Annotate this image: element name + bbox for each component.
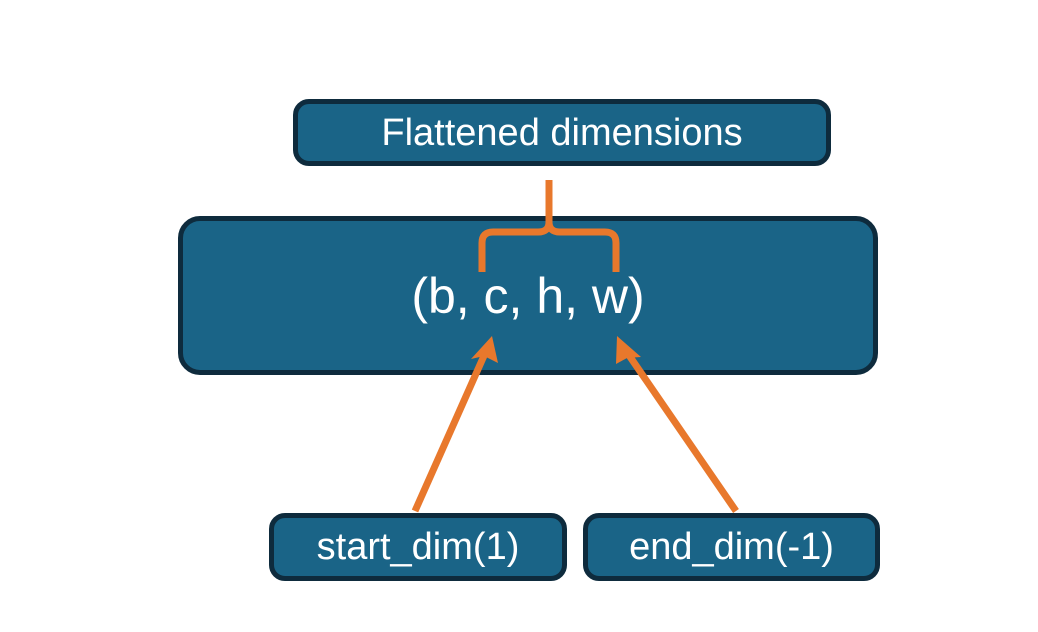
node-tensor-shape-label: (b, c, h, w) [411, 267, 645, 324]
node-flattened-dimensions-label: Flattened dimensions [381, 111, 743, 154]
node-tensor-shape: (b, c, h, w) [178, 216, 878, 375]
node-start-dim-label: start_dim(1) [316, 526, 520, 568]
node-end-dim: end_dim(-1) [583, 513, 880, 581]
node-flattened-dimensions: Flattened dimensions [293, 99, 831, 166]
node-start-dim: start_dim(1) [269, 513, 567, 581]
node-end-dim-label: end_dim(-1) [629, 526, 834, 568]
